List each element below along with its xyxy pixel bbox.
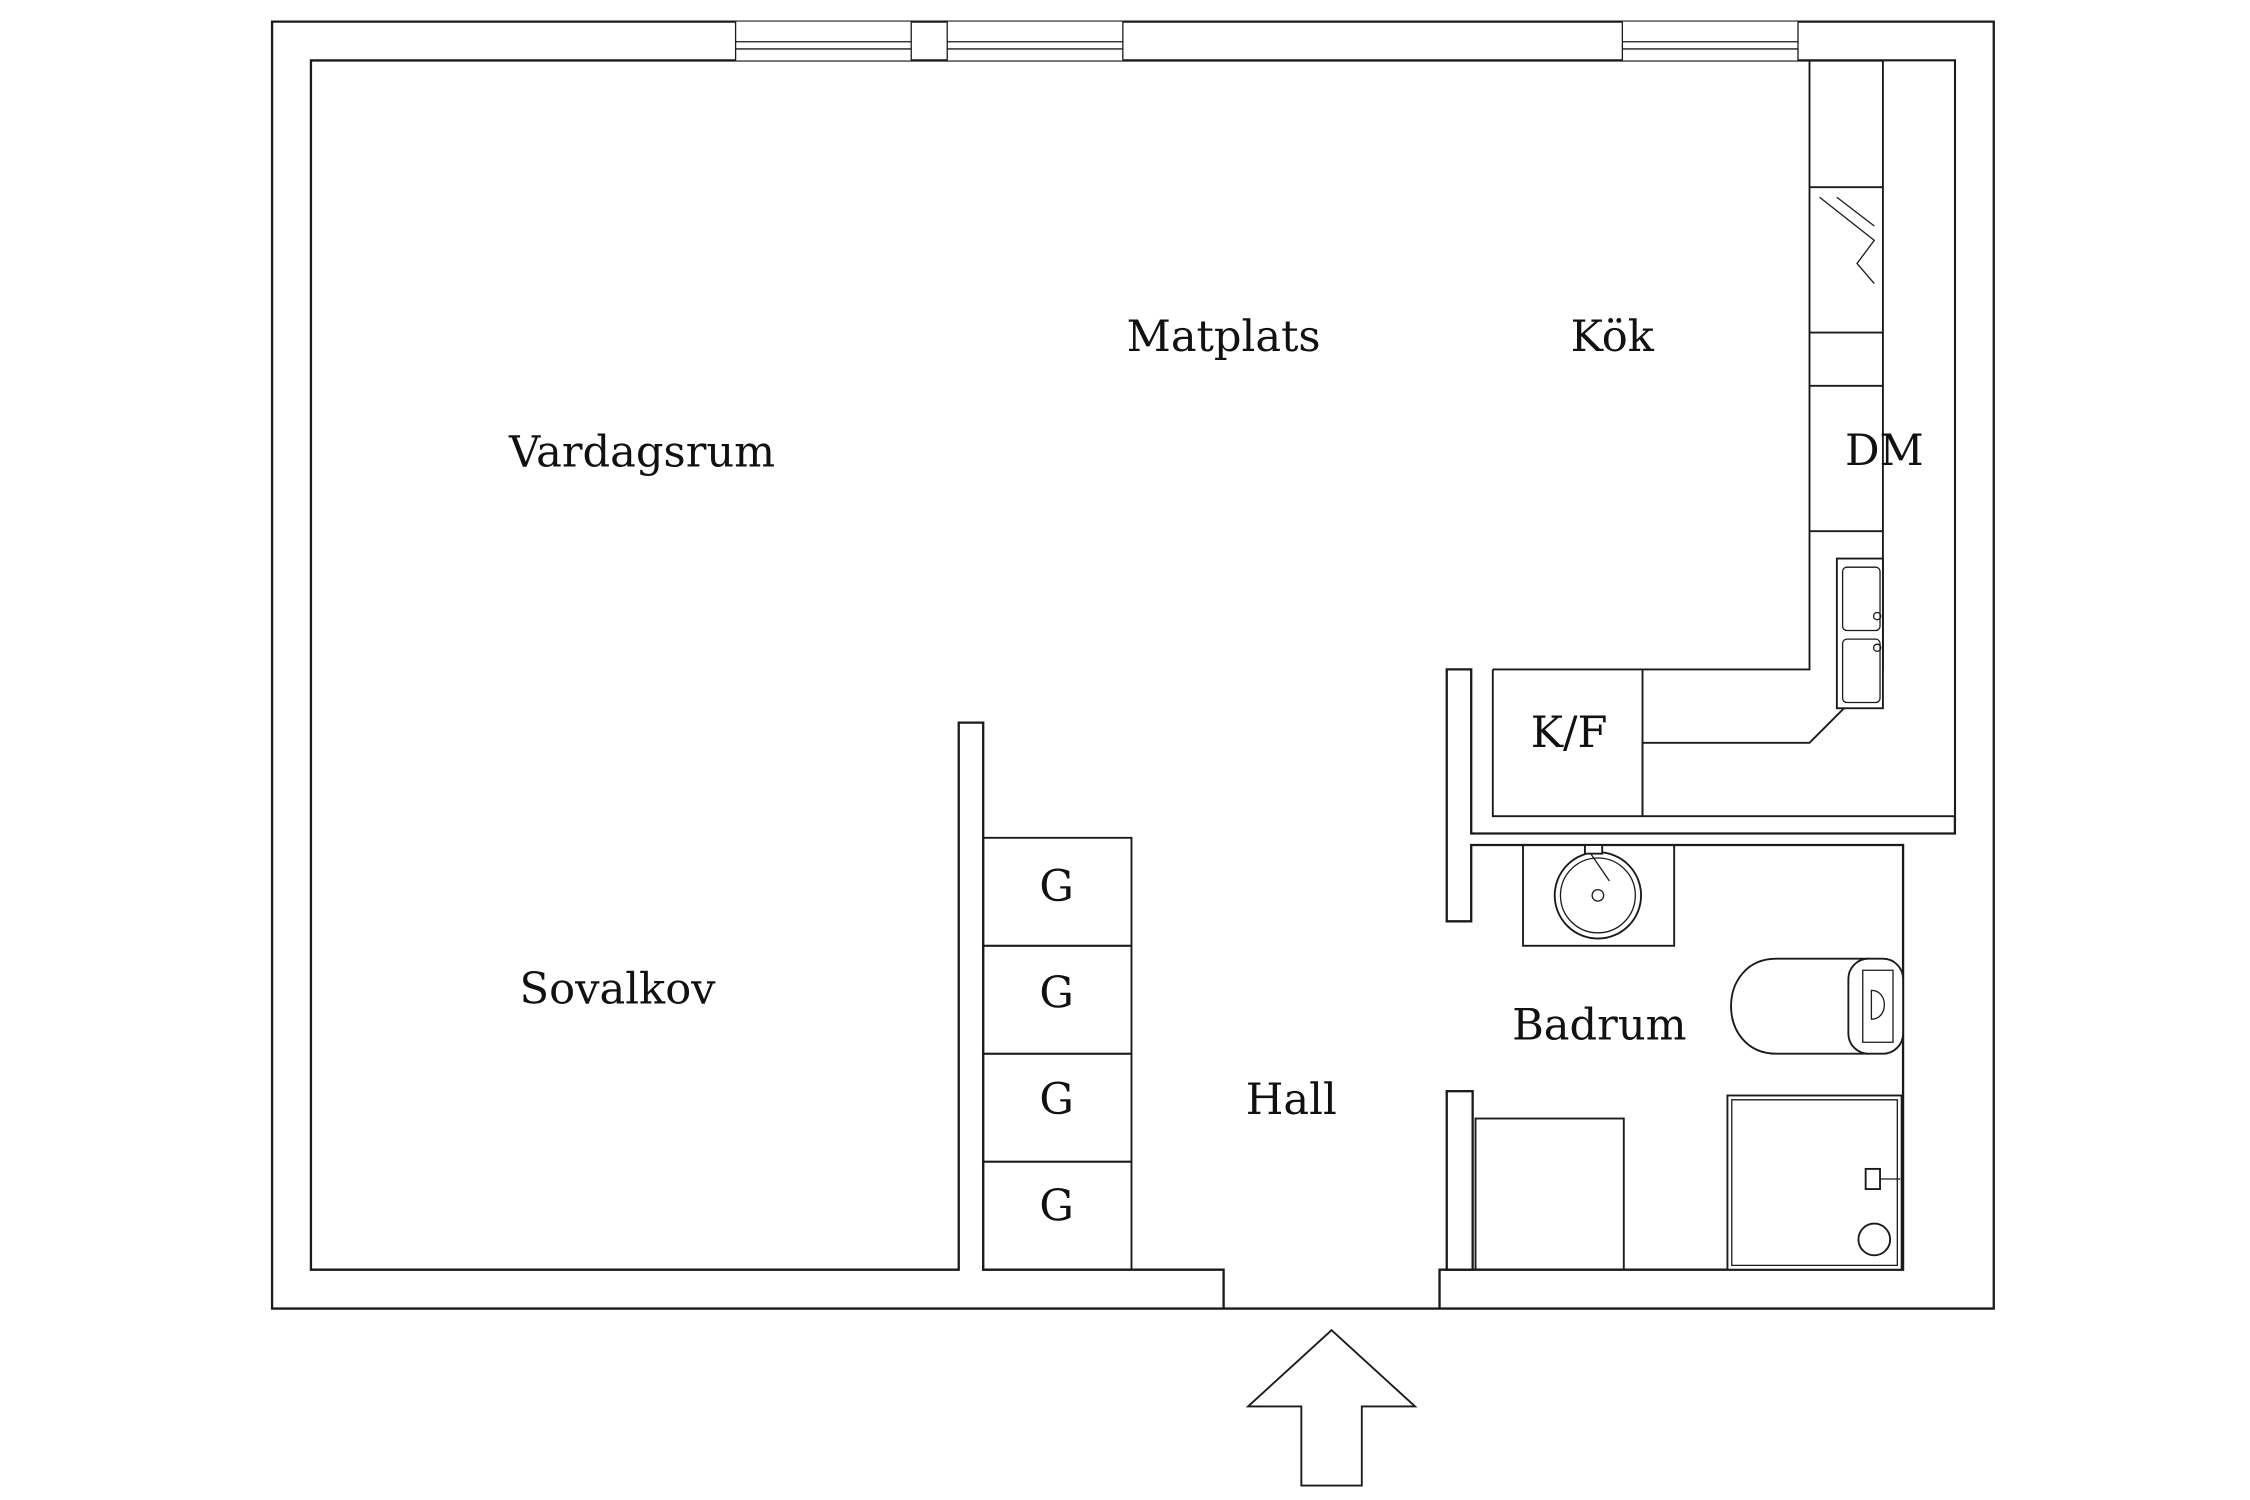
labels: Vardagsrum Matplats Kök Sovalkov Hall Ba… [508, 312, 1924, 1231]
room-label-kok: Kök [1571, 312, 1655, 362]
wardrobe-4 [982, 1160, 1133, 1271]
fridge-freezer-label: K/F [1531, 708, 1608, 758]
window-3 [1622, 21, 1798, 61]
room-label-vardagsrum: Vardagsrum [508, 427, 775, 477]
shower [1726, 1094, 1903, 1271]
room-label-hall: Hall [1246, 1075, 1337, 1125]
bathroom-fixtures [1474, 844, 1905, 1271]
wardrobe-label-4: G [1039, 1182, 1074, 1232]
room-label-matplats: Matplats [1127, 312, 1321, 362]
interior-walls [1438, 1090, 1474, 1309]
window-2 [947, 21, 1123, 61]
washbasin [1522, 844, 1676, 947]
bathroom-cabinet [1474, 1117, 1625, 1271]
room-label-badrum: Badrum [1512, 1000, 1686, 1050]
wardrobes [982, 836, 1133, 1271]
wardrobe-label-3: G [1039, 1075, 1074, 1125]
window-1 [735, 21, 912, 61]
up-arrow-icon [1245, 1328, 1418, 1487]
wardrobe-label-2: G [1039, 969, 1074, 1019]
exterior-walls [270, 20, 1995, 1310]
toilet [1730, 957, 1905, 1055]
wardrobe-label-1: G [1039, 862, 1074, 912]
kitchen-sink [1835, 557, 1884, 710]
windows [734, 20, 1799, 62]
kitchen-counter [1491, 59, 1956, 818]
dishwasher-label: DM [1845, 426, 1924, 476]
room-label-sovalkov: Sovalkov [520, 964, 717, 1014]
